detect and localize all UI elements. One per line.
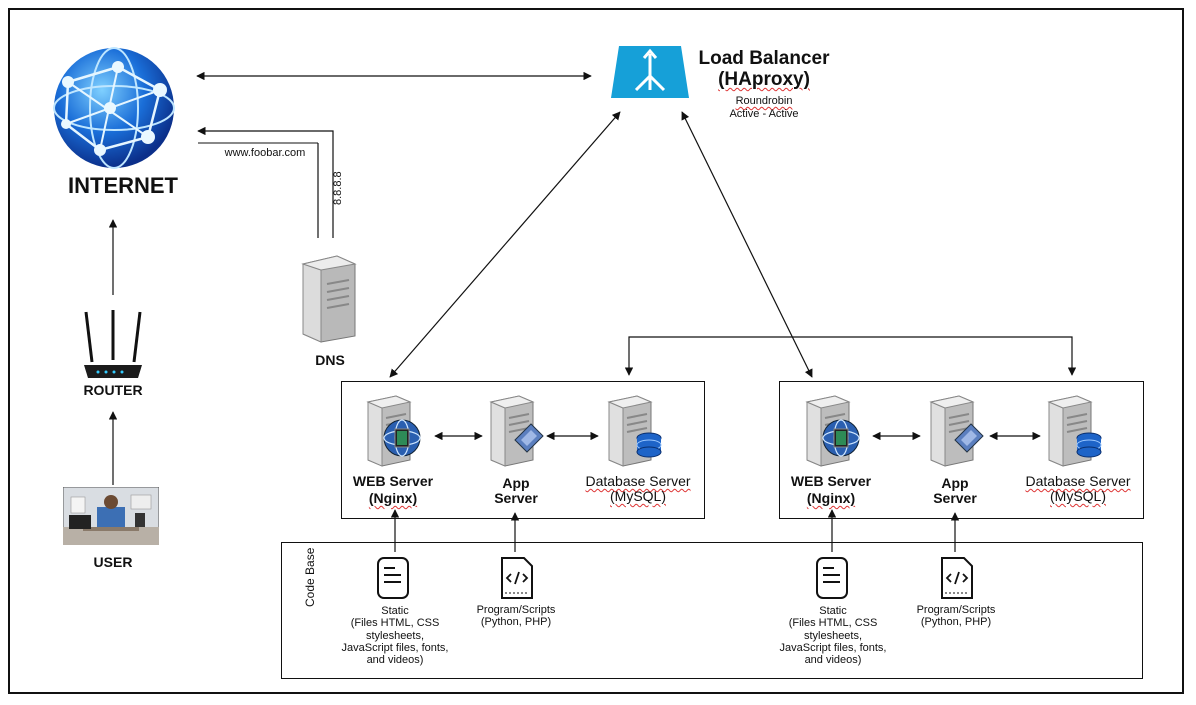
program-line: Program/Scripts bbox=[476, 604, 556, 616]
static-file-icon bbox=[377, 557, 409, 599]
web-server-sub-1-text: (Nginx) bbox=[368, 490, 418, 506]
web-server-sub-2: (Nginx) bbox=[771, 490, 891, 507]
program-line: (Python, PHP) bbox=[920, 616, 992, 629]
static-line: stylesheets, bbox=[365, 629, 425, 642]
app-server-sub-1: Server bbox=[494, 490, 538, 506]
code-file-icon-2 bbox=[941, 557, 973, 599]
app-server-icon bbox=[489, 395, 544, 467]
program-line: (Python, PHP) bbox=[480, 616, 552, 629]
program-text-2: Program/Scripts (Python, PHP) bbox=[897, 604, 1015, 629]
db-server-sub-1: (MySQL) bbox=[574, 488, 702, 505]
static-line: (Files HTML, CSS bbox=[350, 617, 440, 630]
dns-link bbox=[197, 126, 334, 238]
lb-algorithm-text: Roundrobin bbox=[735, 95, 793, 107]
lb-cluster2-link bbox=[681, 111, 813, 378]
static-file-icon-2 bbox=[816, 557, 848, 599]
internet-label: INTERNET bbox=[68, 173, 178, 198]
db-server-sub-2: (MySQL) bbox=[1014, 488, 1142, 505]
router-icon bbox=[84, 310, 142, 378]
code-file-icon bbox=[501, 557, 533, 599]
static-line: Static bbox=[819, 605, 847, 617]
router-label: ROUTER bbox=[83, 382, 143, 398]
domain-label: www.foobar.com bbox=[224, 147, 306, 159]
server-cluster-1 bbox=[341, 381, 705, 519]
db-server-label-2-text: Database Server bbox=[1025, 473, 1131, 489]
static-text-1: Static (Files HTML, CSS stylesheets, Jav… bbox=[325, 605, 465, 667]
dns-label: DNS bbox=[315, 352, 345, 368]
database-server-icon bbox=[607, 395, 662, 467]
static-line: stylesheets, bbox=[803, 629, 863, 642]
user-photo-icon bbox=[63, 487, 159, 545]
lb-title-2: (HAproxy) bbox=[694, 69, 834, 90]
diagram-frame bbox=[8, 8, 1184, 694]
codebase-title: Code Base bbox=[303, 547, 317, 607]
db-server-sub-2-text: (MySQL) bbox=[1050, 488, 1106, 504]
program-line: Program/Scripts bbox=[916, 604, 996, 616]
server-cluster-2 bbox=[779, 381, 1144, 519]
static-line: (Files HTML, CSS bbox=[788, 617, 878, 630]
lb-mode: Active - Active bbox=[729, 108, 799, 120]
web-server-sub-2-text: (Nginx) bbox=[806, 490, 856, 506]
lb-cluster1-link bbox=[389, 111, 621, 378]
lb-title-1: Load Balancer bbox=[698, 48, 830, 69]
web-server-label-2: WEB Server bbox=[790, 473, 872, 489]
static-line: JavaScript files, fonts, bbox=[341, 641, 449, 654]
web-server-label-1: WEB Server bbox=[352, 473, 434, 489]
web-server-sub-1: (Nginx) bbox=[333, 490, 453, 507]
static-line: JavaScript files, fonts, bbox=[779, 641, 887, 654]
dns-ip-label: 8.8.8.8 bbox=[332, 171, 344, 205]
app-server-sub-2: Server bbox=[933, 490, 977, 506]
web-server-icon bbox=[805, 395, 860, 467]
codebase-box bbox=[281, 542, 1143, 679]
db-server-sub-1-text: (MySQL) bbox=[610, 488, 666, 504]
database-server-icon bbox=[1047, 395, 1102, 467]
db-server-label-1: Database Server bbox=[574, 473, 702, 490]
lb-algorithm: Roundrobin bbox=[705, 95, 823, 107]
program-text-1: Program/Scripts (Python, PHP) bbox=[457, 604, 575, 629]
user-label: USER bbox=[93, 554, 133, 570]
load-balancer-icon bbox=[611, 46, 689, 98]
dns-server-icon bbox=[301, 255, 357, 343]
globe-icon bbox=[53, 47, 175, 169]
app-server-icon bbox=[929, 395, 984, 467]
db-server-label-1-text: Database Server bbox=[585, 473, 691, 489]
db-server-label-2: Database Server bbox=[1014, 473, 1142, 490]
app-server-label-1: App bbox=[502, 475, 530, 491]
web-server-icon bbox=[366, 395, 421, 467]
db-replication-link bbox=[624, 336, 1077, 376]
static-text-2: Static (Files HTML, CSS stylesheets, Jav… bbox=[763, 605, 903, 667]
static-line: and videos) bbox=[804, 654, 862, 667]
app-server-label-2: App bbox=[941, 475, 969, 491]
lb-title-2-text: (HAproxy) bbox=[718, 69, 810, 90]
static-line: Static bbox=[381, 605, 409, 617]
static-line: and videos) bbox=[366, 654, 424, 667]
